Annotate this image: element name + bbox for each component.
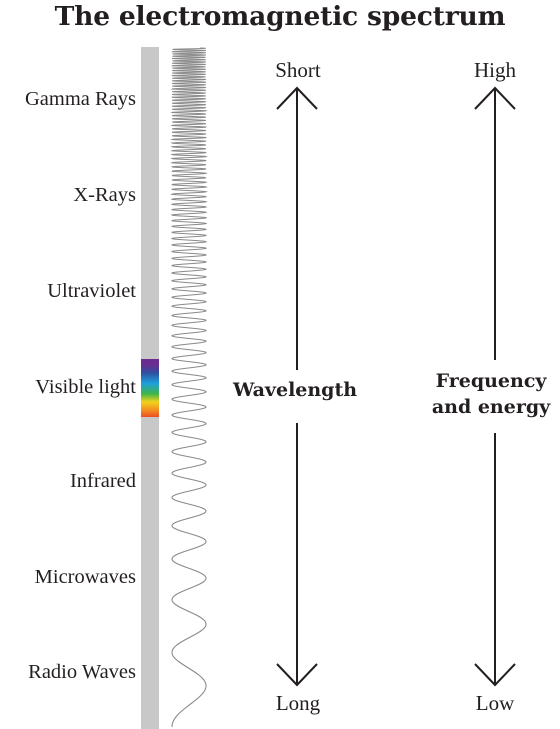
frequency-axis-label-line2: and energy: [431, 396, 551, 418]
diagram-title: The electromagnetic spectrum: [54, 1, 506, 32]
band-label-x-rays: X-Rays: [73, 184, 136, 206]
band-label-radio-waves: Radio Waves: [28, 661, 136, 683]
wavelength-arrow: [276, 86, 318, 687]
frequency-arrowhead-down: [474, 663, 516, 687]
band-label-infrared: Infrared: [69, 470, 136, 492]
wave-line: [170, 47, 209, 727]
band-label-ultraviolet: Ultraviolet: [47, 280, 136, 302]
band-label-microwaves: Microwaves: [34, 566, 136, 588]
frequency-top-label: High: [474, 58, 516, 82]
wavelength-axis-label: Wavelength: [232, 379, 358, 401]
frequency-arrow: [474, 86, 516, 687]
frequency-axis-label-line1: Frequency: [435, 370, 547, 392]
wavelength-top-label: Short: [275, 58, 321, 82]
wavelength-arrowhead-up: [276, 86, 318, 110]
wavelength-arrowhead-down: [276, 663, 318, 687]
visible-light-gradient: [141, 359, 159, 417]
band-label-gamma-rays: Gamma Rays: [24, 88, 136, 110]
band-label-visible-light: Visible light: [35, 376, 136, 398]
frequency-bottom-label: Low: [475, 691, 515, 715]
wavelength-bottom-label: Long: [275, 691, 321, 715]
frequency-arrowhead-up: [474, 86, 516, 110]
